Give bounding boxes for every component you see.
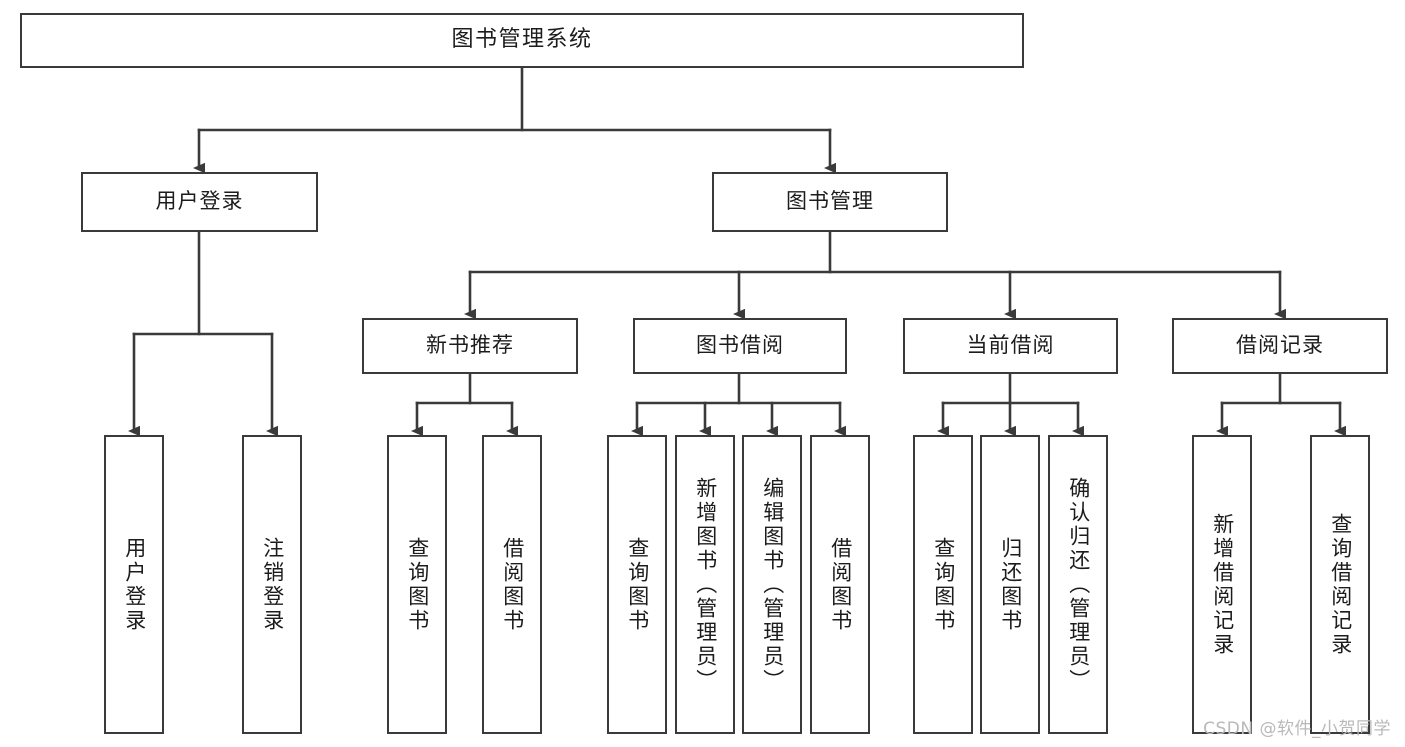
leaf-label: 新增借阅记录 [1210, 512, 1235, 657]
leaf-label: 借阅图书 [500, 536, 525, 633]
leaf-user-login[interactable]: 用户登录 [104, 435, 164, 734]
leaf-borrow-add-book-admin[interactable]: 新增图书（管理员） [675, 435, 735, 734]
node-borrow-records[interactable]: 借阅记录 [1172, 318, 1388, 374]
leaf-label: 查询图书 [931, 536, 956, 633]
leaf-label: 归还图书 [998, 536, 1023, 633]
leaf-label: 新增图书（管理员） [693, 476, 718, 693]
leaf-current-query-book[interactable]: 查询图书 [913, 435, 973, 734]
leaf-records-query-record[interactable]: 查询借阅记录 [1310, 435, 1370, 734]
leaf-label: 编辑图书（管理员） [760, 476, 785, 693]
leaf-label: 注销登录 [260, 536, 285, 633]
leaf-label: 查询借阅记录 [1328, 512, 1353, 657]
node-book-management[interactable]: 图书管理 [712, 172, 948, 232]
leaf-current-confirm-return-admin[interactable]: 确认归还（管理员） [1048, 435, 1108, 734]
leaf-label: 借阅图书 [828, 536, 853, 633]
leaf-newbook-borrow-book[interactable]: 借阅图书 [482, 435, 542, 734]
node-current-borrow[interactable]: 当前借阅 [903, 318, 1118, 374]
leaf-borrow-query-book[interactable]: 查询图书 [607, 435, 667, 734]
node-new-book-recommend[interactable]: 新书推荐 [362, 318, 578, 374]
leaf-label: 确认归还（管理员） [1066, 476, 1091, 693]
leaf-label: 查询图书 [405, 536, 430, 633]
leaf-borrow-edit-book-admin[interactable]: 编辑图书（管理员） [742, 435, 802, 734]
leaf-logout[interactable]: 注销登录 [242, 435, 302, 734]
node-book-borrow[interactable]: 图书借阅 [633, 318, 847, 374]
csdn-watermark: CSDN @软件_小贺同学 [1203, 719, 1391, 739]
leaf-label: 查询图书 [625, 536, 650, 633]
leaf-current-return-book[interactable]: 归还图书 [980, 435, 1040, 734]
leaf-borrow-borrow-book[interactable]: 借阅图书 [810, 435, 870, 734]
leaf-label: 用户登录 [122, 536, 147, 633]
node-root-system[interactable]: 图书管理系统 [20, 13, 1024, 68]
leaf-newbook-query-book[interactable]: 查询图书 [387, 435, 447, 734]
leaf-records-add-record[interactable]: 新增借阅记录 [1192, 435, 1252, 734]
node-user-login[interactable]: 用户登录 [81, 172, 318, 232]
